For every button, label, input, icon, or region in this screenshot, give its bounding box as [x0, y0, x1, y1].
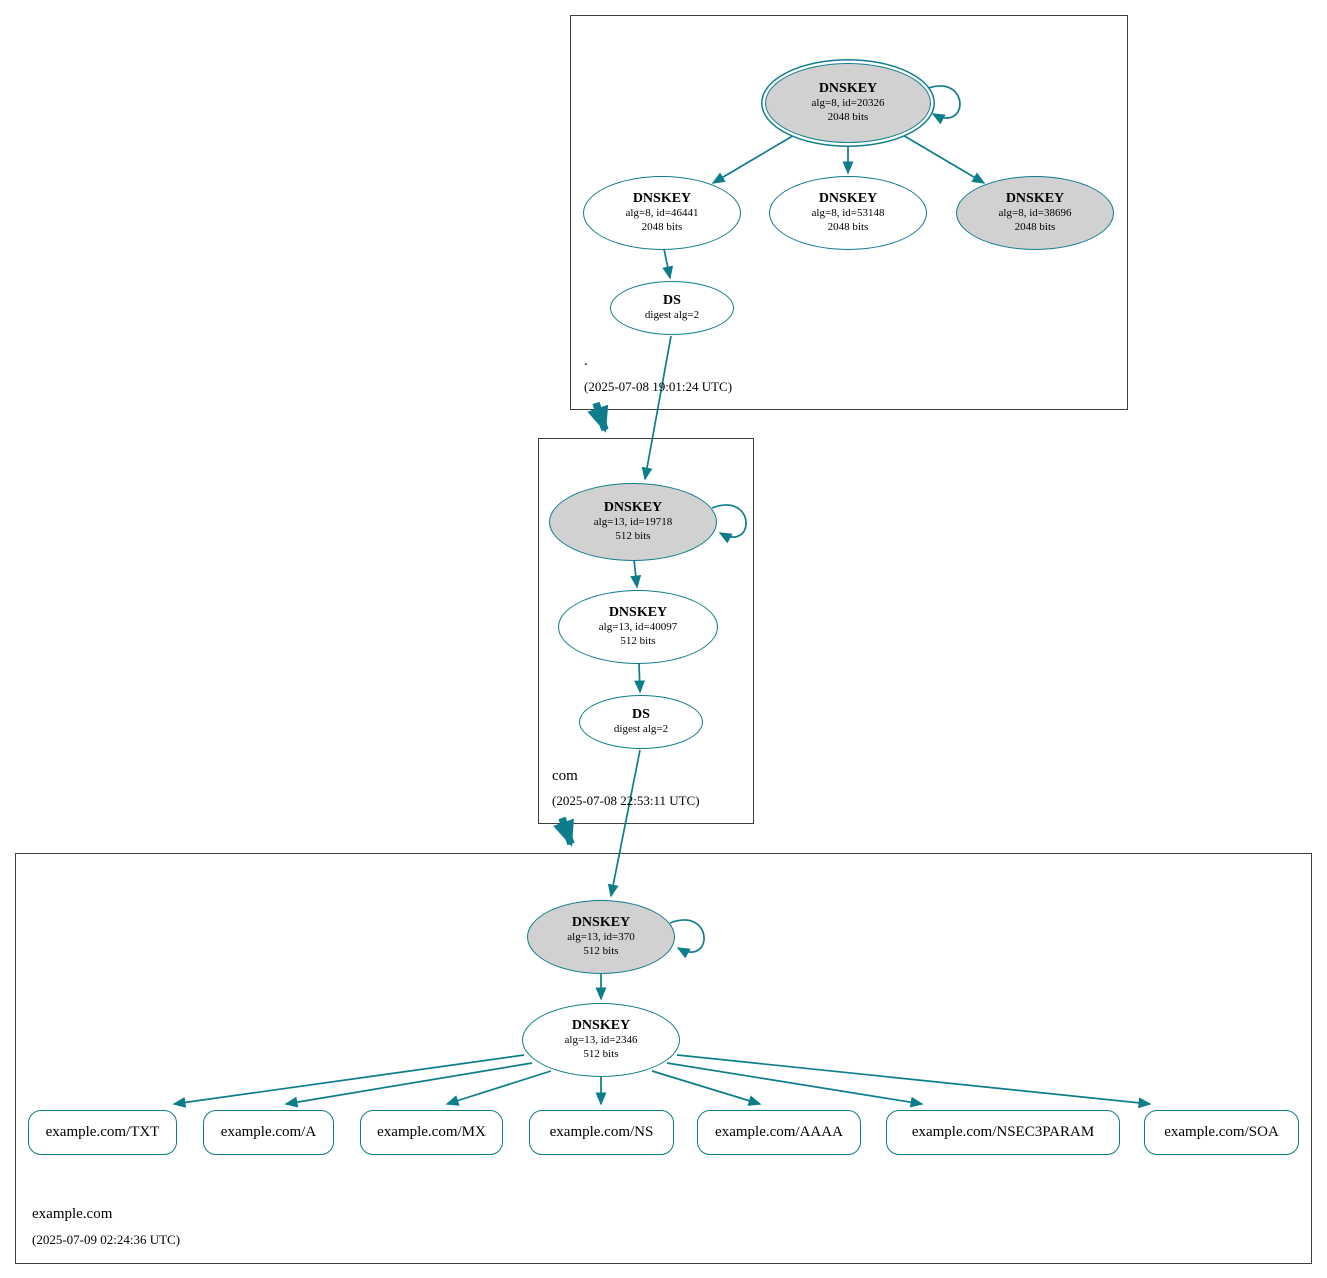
node-bits: 512 bits [620, 635, 656, 648]
zone-box-com [538, 438, 754, 824]
zone-timestamp-root: (2025-07-08 19:01:24 UTC) [584, 379, 733, 394]
node-bits: 2048 bits [641, 221, 683, 234]
edge-zsk-to-soa [676, 1054, 1152, 1109]
edge-zsk-to-txt [172, 1054, 525, 1108]
node-bits: 2048 bits [827, 221, 869, 234]
node-bits: 2048 bits [1014, 221, 1056, 234]
edge-zsk-to-aaaa [651, 1070, 762, 1106]
node-alg-id: alg=8, id=20326 [811, 97, 885, 110]
edge-com-zsk-to-ds [634, 662, 646, 694]
edge-root-zsk-to-ds [662, 248, 674, 280]
node-alg-id: alg=8, id=46441 [625, 207, 699, 220]
node-dnskey-example-ksk-370: DNSKEY alg=13, id=370 512 bits [527, 900, 675, 974]
node-title: DS [632, 707, 650, 723]
node-ds-com: DS digest alg=2 [579, 695, 703, 749]
node-alg-id: alg=13, id=370 [567, 931, 635, 944]
edge-root-ksk-to-ksk38696 [900, 133, 986, 184]
node-dnskey-com-zsk-40097: DNSKEY alg=13, id=40097 512 bits [558, 590, 718, 664]
node-dnskey-example-zsk-2346: DNSKEY alg=13, id=2346 512 bits [522, 1003, 680, 1077]
node-bits: 2048 bits [827, 111, 869, 124]
zone-box-root [570, 15, 1128, 410]
node-title: DNSKEY [1005, 191, 1065, 207]
node-dnskey-root-zsk-53148: DNSKEY alg=8, id=53148 2048 bits [769, 176, 927, 250]
node-dnskey-root-ksk-20326: DNSKEY alg=8, id=20326 2048 bits [765, 63, 931, 143]
edge-com-ksk-to-zsk [630, 559, 642, 589]
node-digest: digest alg=2 [644, 309, 700, 322]
node-bits: 512 bits [583, 1048, 619, 1061]
node-title: DNSKEY [608, 605, 668, 621]
edge-zsk-to-mx [445, 1070, 552, 1106]
zone-label-root: . [584, 353, 588, 369]
edge-root-ksk-to-zsk46441 [711, 133, 797, 184]
rrset-example-com-txt: example.com/TXT [28, 1110, 177, 1155]
rrset-example-com-mx: example.com/MX [360, 1110, 503, 1155]
node-alg-id: alg=13, id=19718 [593, 516, 673, 529]
node-alg-id: alg=13, id=40097 [598, 621, 678, 634]
rrset-example-com-ns: example.com/NS [529, 1110, 674, 1155]
node-title: DS [663, 293, 681, 309]
node-dnskey-com-ksk-19718: DNSKEY alg=13, id=19718 512 bits [549, 483, 717, 561]
edge-delegation-com-to-example [553, 816, 575, 847]
node-alg-id: alg=8, id=53148 [811, 207, 885, 220]
zone-label-example: example.com [32, 1206, 113, 1222]
rrset-example-com-nsec3param: example.com/NSEC3PARAM [886, 1110, 1120, 1155]
node-digest: digest alg=2 [613, 723, 669, 736]
zone-timestamp-com: (2025-07-08 22:53:11 UTC) [552, 793, 700, 808]
edge-root-ksk-selfsign [925, 85, 961, 125]
edge-example-ksk-selfsign [669, 919, 705, 959]
node-title: DNSKEY [571, 1018, 631, 1034]
rrset-example-com-soa: example.com/SOA [1144, 1110, 1299, 1155]
edge-com-ds-to-example-ksk [607, 749, 641, 898]
node-ds-root: DS digest alg=2 [610, 281, 734, 335]
node-title: DNSKEY [571, 915, 631, 931]
node-title: DNSKEY [603, 500, 663, 516]
rrset-example-com-a: example.com/A [203, 1110, 334, 1155]
zone-label-com: com [552, 768, 578, 784]
node-bits: 512 bits [583, 945, 619, 958]
node-title: DNSKEY [632, 191, 692, 207]
zone-box-example [15, 853, 1312, 1264]
rrset-example-com-aaaa: example.com/AAAA [697, 1110, 861, 1155]
edge-zsk-to-a [284, 1062, 533, 1108]
node-title: DNSKEY [818, 191, 878, 207]
node-dnskey-root-zsk-46441: DNSKEY alg=8, id=46441 2048 bits [583, 176, 741, 250]
node-bits: 512 bits [615, 530, 651, 543]
edge-root-ds-to-com-ksk [641, 335, 672, 481]
edge-com-ksk-selfsign [711, 504, 747, 544]
edge-zsk-to-nsec3param [666, 1062, 924, 1108]
zone-timestamp-example: (2025-07-09 02:24:36 UTC) [32, 1232, 181, 1247]
node-alg-id: alg=13, id=2346 [564, 1034, 638, 1047]
node-alg-id: alg=8, id=38696 [998, 207, 1072, 220]
node-title: DNSKEY [818, 81, 878, 97]
node-dnskey-root-ksk-38696: DNSKEY alg=8, id=38696 2048 bits [956, 176, 1114, 250]
edge-delegation-root-to-com [587, 401, 609, 433]
